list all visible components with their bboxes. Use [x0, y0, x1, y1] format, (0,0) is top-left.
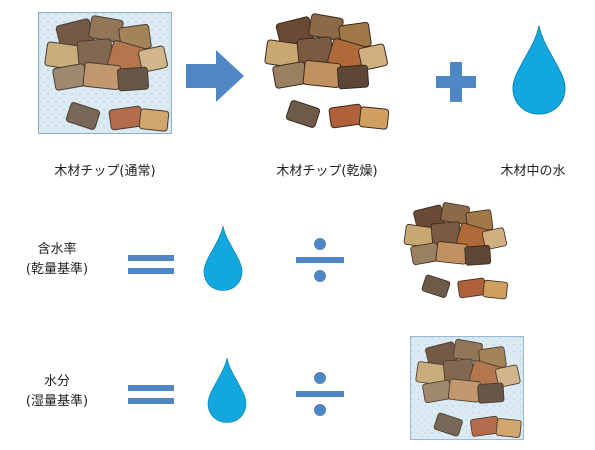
- label-wet-chips: 木材チップ(通常): [54, 164, 156, 179]
- equals-sign: [128, 385, 174, 405]
- wet-wood-chips-image: [410, 336, 524, 440]
- formula-dry-basis-label: 含水率 (乾量基準): [12, 240, 102, 280]
- formula-dry-basis-subtitle: (乾量基準): [25, 262, 89, 277]
- wet-wood-chips-image: [38, 12, 172, 134]
- label-water: 木材中の水: [500, 164, 566, 179]
- equals-sign: [128, 255, 174, 275]
- dry-wood-chips-image: [260, 12, 394, 134]
- formula-dry-basis-title: 含水率: [37, 242, 77, 257]
- formula-wet-basis-subtitle: (湿量基準): [25, 394, 89, 409]
- divide-sign: [296, 238, 344, 282]
- water-drop-icon: [207, 356, 247, 426]
- right-arrow: [186, 50, 244, 102]
- formula-wet-basis-label: 水分 (湿量基準): [12, 372, 102, 412]
- water-drop-icon: [203, 224, 243, 294]
- plus-sign: [436, 62, 476, 102]
- dry-wood-chips-image: [400, 200, 512, 304]
- water-drop-icon: [512, 25, 566, 116]
- formula-wet-basis-title: 水分: [43, 374, 70, 389]
- divide-sign: [296, 372, 344, 416]
- label-dry-chips: 木材チップ(乾燥): [276, 164, 378, 179]
